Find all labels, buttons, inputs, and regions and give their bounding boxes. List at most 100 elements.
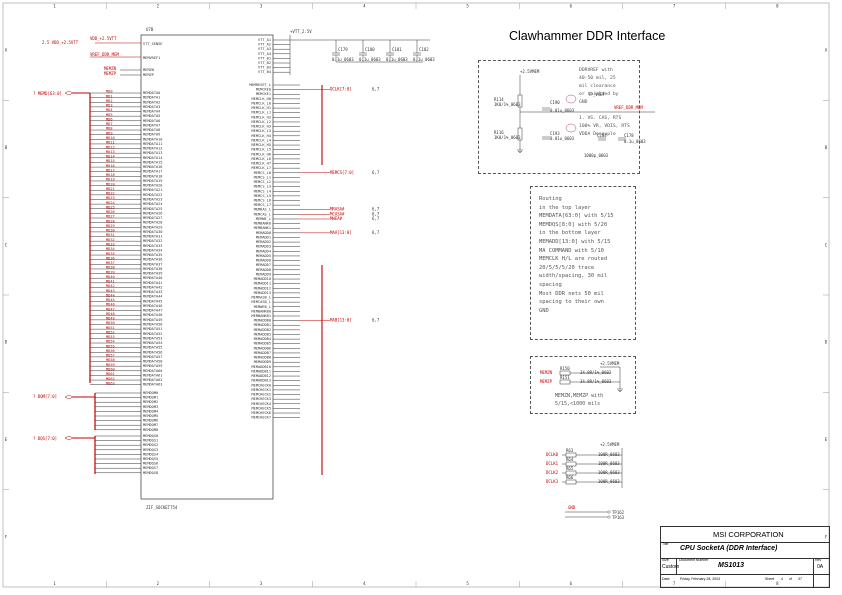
border-row-label: B	[825, 145, 828, 150]
right-pin: MEMADD5	[256, 254, 271, 258]
vref-c4-value: 0.1u_0603	[624, 139, 646, 144]
data-net: MD35	[106, 252, 115, 256]
data-net: MD51	[106, 326, 115, 330]
data-pin: MEMDATA26	[143, 211, 162, 215]
data-pin: MEMDATA62	[143, 378, 162, 382]
tb-size: Custom	[662, 564, 680, 570]
right-pin: MEMRESET_L	[249, 83, 271, 87]
clk-row-net: DCLK1	[546, 461, 559, 466]
data-net: MD6	[106, 117, 113, 121]
dqs-pin: MEMDQS4	[143, 452, 158, 456]
border-col-label: 2	[157, 4, 160, 9]
data-pin: MEMDATA37	[143, 262, 162, 266]
right-pin: MEMCLK_H7	[252, 162, 271, 166]
right-pin: MEMCLK_H4	[252, 134, 271, 138]
data-net: MD23	[106, 196, 115, 200]
data-net: MD36	[106, 256, 115, 260]
vtt-pin: VTT_B3	[258, 66, 271, 70]
dqm-pin: MEMDQM4	[143, 409, 158, 413]
right-pin: MEMCKE0	[256, 88, 271, 92]
data-pin: MEMDATA2	[143, 100, 160, 104]
right-pin: MEMCHECK2	[252, 393, 271, 397]
vref-r2-value: 1K0/1%_0603	[494, 135, 521, 140]
dqm-pin: MEMDQM0	[143, 391, 158, 395]
tb-row-title	[661, 542, 829, 559]
data-pin: MEMDATA36	[143, 258, 162, 262]
tp1-ref: TP162	[612, 510, 625, 515]
data-net: MD61	[106, 372, 115, 376]
title-block	[660, 526, 830, 588]
clk-row-resistor	[565, 479, 577, 485]
right-pin: MEMCLK_H2	[252, 115, 271, 119]
right-pin: MEMWEB_L	[254, 305, 271, 309]
data-net: MD49	[106, 317, 115, 321]
tb-sheet: 4	[781, 577, 783, 581]
data-pin: MEMDATA10	[143, 137, 162, 141]
right-pin: MEMCHECK6	[252, 411, 271, 415]
dqs-pin: MEMDQS7	[143, 466, 158, 470]
border-col-label: 7	[673, 581, 676, 586]
data-net: MD20	[106, 182, 115, 186]
data-pin: MEMDATA16	[143, 165, 162, 169]
clk-row-ref: R64	[566, 457, 574, 462]
data-net: MD22	[106, 192, 115, 196]
data-pin: MEMDATA7	[143, 123, 160, 127]
vtt-pin: VTT_B4	[258, 70, 271, 74]
data-pin: MEMDATA47	[143, 309, 162, 313]
vref-note: DDRVREF with 40-50 mil, 25 mil clearance…	[579, 68, 630, 137]
right-pin: MEMRAS_L	[254, 208, 271, 212]
sheet-border	[2, 2, 830, 588]
socket-refdes: U7B	[146, 27, 154, 32]
vtt-pin: VTT_B2	[258, 61, 271, 65]
tb-divider-rev	[813, 558, 814, 587]
vref-r2-ref: R116	[494, 130, 504, 135]
vtt-sense-pin: VTT_SENSE	[143, 42, 162, 46]
decap-ref: C182	[419, 47, 429, 52]
data-net: MD24	[106, 201, 115, 205]
border-row-label: E	[5, 437, 8, 442]
data-pin: MEMDATA33	[143, 244, 162, 248]
decap-ref: C181	[392, 47, 402, 52]
data-pin: MEMDATA41	[143, 281, 162, 285]
data-pin: MEMDATA46	[143, 304, 162, 308]
data-pin: MEMDATA23	[143, 197, 162, 201]
right-pin: MEMCLK_L6	[252, 157, 271, 161]
data-pin: MEMDATA3	[143, 105, 160, 109]
memzn-pin: MEMZN	[143, 68, 154, 72]
right-pin: MEMCLK_L7	[252, 166, 271, 170]
data-pin: MEMDATA20	[143, 184, 162, 188]
right-pin: MEMBANK0	[254, 222, 271, 226]
data-net: MD58	[106, 358, 115, 362]
data-pin: MEMDATA14	[143, 156, 162, 160]
data-net: MD26	[106, 210, 115, 214]
dqm-pin: MEMDQM8	[143, 428, 158, 432]
dqm-offpage-connector	[64, 394, 74, 400]
tb-date-label: Date:	[662, 577, 671, 581]
data-pin: MEMDATA40	[143, 276, 162, 280]
data-pin: MEMDATA60	[143, 369, 162, 373]
right-pin: MEMCLK_L4	[252, 138, 271, 142]
data-pin: MEMDATA30	[143, 230, 162, 234]
data-net: MD13	[106, 150, 115, 154]
clk-row-ref: R66	[566, 475, 574, 480]
data-net: MD37	[106, 261, 115, 265]
clk-row-ref: R65	[566, 466, 574, 471]
cas-net-tag-pageref: 6,7	[372, 211, 380, 216]
right-pin: MEMCLK_L1	[252, 111, 271, 115]
right-pin: MEMCLK_H1	[252, 106, 271, 110]
memadd-net-tag-pageref: 6,7	[372, 230, 380, 235]
data-pin: MEMDATA28	[143, 221, 162, 225]
tb-company: MSI CORPORATION	[713, 530, 784, 539]
tb-row-doc	[661, 558, 829, 575]
vref-c5-value: 1000p_0603	[584, 153, 609, 158]
data-pin: MEMDATA22	[143, 193, 162, 197]
tb-size-label: Size	[662, 558, 669, 562]
tb-of: 37	[798, 577, 802, 581]
data-pin: MEMDATA29	[143, 225, 162, 229]
border-col-label: 5	[466, 581, 469, 586]
data-net: MD34	[106, 247, 115, 251]
data-pin: MEMDATA45	[143, 299, 162, 303]
right-pin: MEMBANKB0	[252, 309, 271, 313]
zn-r2-ref: R151	[560, 375, 570, 380]
right-pin: MEMADD1	[256, 235, 271, 239]
